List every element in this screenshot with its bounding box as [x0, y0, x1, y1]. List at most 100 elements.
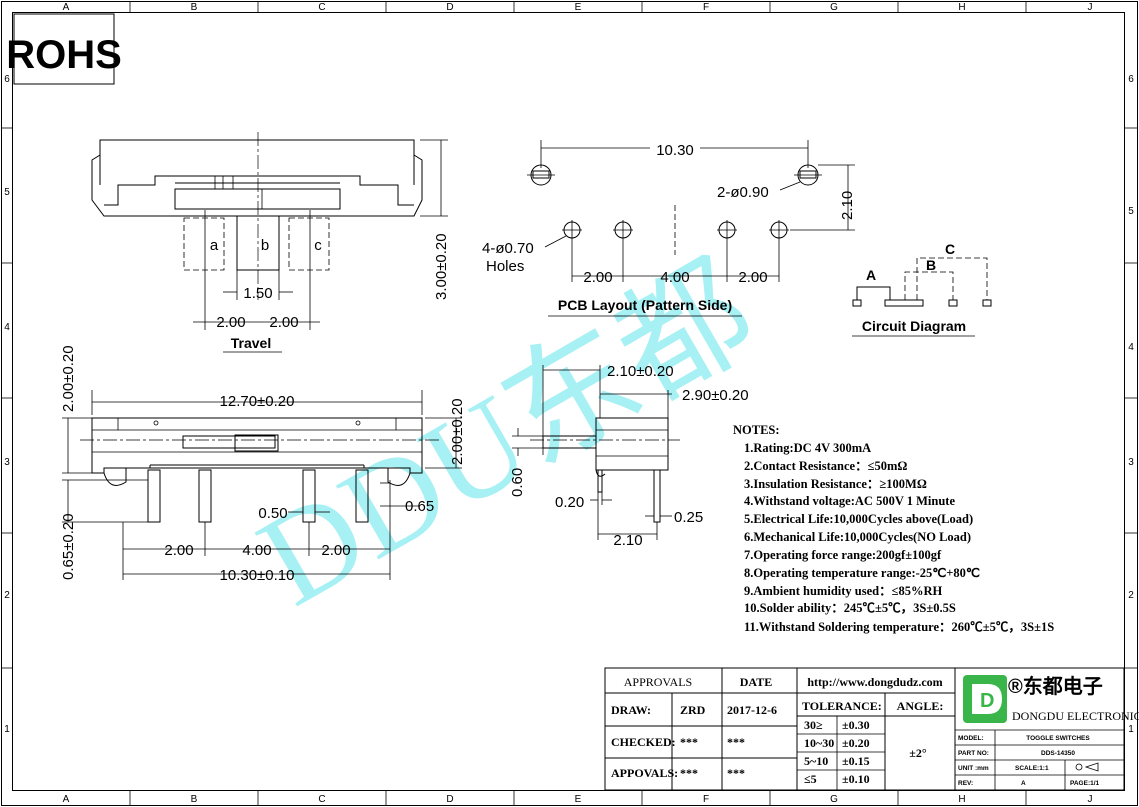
checked-date: ***: [727, 735, 745, 749]
tol-range: 10~30: [804, 736, 834, 750]
model-label: MODEL:: [958, 735, 984, 742]
scale-label: SCALE:1:1: [1015, 765, 1049, 772]
col-letter: A: [63, 2, 70, 13]
angle-header: ANGLE:: [897, 699, 944, 713]
company-name-en: DONGDU ELECTRONICS: [1012, 709, 1139, 723]
note-item: 4.Withstand voltage:AC 500V 1 Minute: [744, 494, 955, 508]
draw-date: 2017-12-6: [727, 703, 777, 717]
col-letter: G: [830, 2, 838, 13]
front-dim-pitch-1: 2.00: [164, 542, 193, 559]
col-letter: H: [958, 794, 965, 805]
circuit-label-b: B: [926, 257, 936, 273]
front-dim-0-50: 0.50: [258, 505, 287, 522]
row-number: 2: [1128, 590, 1134, 601]
note-item: 1.Rating:DC 4V 300mA: [744, 441, 871, 455]
travel-title: Travel: [231, 335, 271, 351]
notes-heading: NOTES:: [733, 423, 780, 437]
side-dim-0-20: 0.20: [555, 494, 584, 511]
row-number: 4: [4, 322, 10, 333]
unit-label: UNIT :mm: [958, 765, 989, 772]
side-dim-0-25: 0.25: [674, 509, 703, 526]
angle-value: ±2°: [909, 746, 927, 760]
col-letter: D: [446, 2, 453, 13]
note-item: 3.Insulation Resistance：≥100MΩ: [744, 477, 927, 491]
row-numbers-right: 6 5 4 3 2 1: [1128, 74, 1134, 735]
contact-label-a: a: [210, 237, 219, 254]
draw-label: DRAW:: [611, 703, 651, 717]
row-number: 3: [1128, 457, 1134, 468]
pcb-dim-a: 2.00: [583, 269, 612, 286]
col-letter: A: [63, 794, 70, 805]
front-dim-pitch-3: 2.00: [321, 542, 350, 559]
approvals-header: APPROVALS: [624, 675, 692, 689]
circuit-diagram: A B C Circuit Diagram: [852, 241, 992, 337]
contact-label-c: c: [314, 237, 322, 254]
row-number: 1: [4, 724, 10, 735]
dim-2-00-left: 2.00: [216, 314, 245, 331]
row-number: 3: [4, 457, 10, 468]
tol-value: ±0.20: [842, 736, 870, 750]
mount-hole: [794, 164, 822, 186]
tol-value: ±0.30: [842, 718, 870, 732]
col-letter: G: [830, 794, 838, 805]
circuit-label-c: C: [945, 241, 955, 257]
note-item: 9.Ambient humidity used：≤85%RH: [744, 584, 942, 598]
contact-label-b: b: [261, 237, 269, 254]
front-dim-pitch-2: 4.00: [242, 542, 271, 559]
side-dim-2-10-tol: 2.10±0.20: [607, 363, 674, 380]
pcb-dim-b: 4.00: [660, 269, 689, 286]
projection-symbol-icon: [1075, 762, 1099, 772]
note-item: 6.Mechanical Life:10,000Cycles(NO Load): [744, 530, 971, 544]
mount-holes-label: 2-ø0.90: [717, 184, 769, 201]
pcb-layout-title: PCB Layout (Pattern Side): [558, 297, 732, 313]
col-letter: F: [703, 794, 709, 805]
side-dim-2-10: 2.10: [613, 532, 642, 549]
model-value: TOGGLE SWITCHES: [1026, 735, 1090, 742]
dim-3-00: 3.00±0.20: [433, 233, 450, 300]
front-dim-left-height: 2.00±0.20: [60, 345, 77, 412]
appovals-date: ***: [727, 766, 745, 780]
note-item: 11.Withstand Soldering temperature：260℃±…: [744, 620, 1054, 634]
row-number: 2: [4, 590, 10, 601]
dim-1-50: 1.50: [243, 285, 272, 302]
front-dim-0-65: 0.65: [405, 498, 434, 515]
front-dim-right-height: 2.00±0.20: [449, 398, 466, 465]
row-number: 4: [1128, 342, 1134, 353]
tol-range: ≤5: [804, 772, 817, 786]
side-view: 2.10±0.20 2.90±0.20 0.60 0.20 0.25: [509, 363, 749, 549]
row-number: 6: [1128, 74, 1134, 85]
mount-hole: [527, 164, 555, 186]
checked-label: CHECKED:: [611, 735, 676, 749]
appovals-name: ***: [680, 766, 698, 780]
company-logo: D: [963, 675, 1007, 723]
part-label: PART NO:: [958, 750, 989, 757]
side-dim-0-60: 0.60: [509, 468, 526, 497]
col-letter: B: [191, 2, 198, 13]
note-item: 5.Electrical Life:10,000Cycles above(Loa…: [744, 512, 973, 526]
tol-value: ±0.15: [842, 754, 870, 768]
notes: NOTES: 1.Rating:DC 4V 300mA 2.Contact Re…: [733, 423, 1054, 634]
website: http://www.dongdudz.com: [807, 675, 942, 689]
col-letter: J: [1088, 794, 1093, 805]
top-view: a b c 1.50 2.00 2.00 Travel 3.00±0.20: [91, 132, 450, 353]
col-letter: C: [318, 794, 325, 805]
note-item: 10.Solder ability：245℃±5℃，3S±0.5S: [744, 601, 956, 615]
side-dim-2-90-tol: 2.90±0.20: [682, 387, 749, 404]
col-letter: F: [703, 2, 709, 13]
col-letter: D: [446, 794, 453, 805]
pcb-dim-width: 10.30: [656, 142, 694, 159]
row-number: 6: [4, 74, 10, 85]
rohs-text: ROHS: [6, 33, 122, 77]
pcb-hole: [769, 220, 789, 240]
pcb-hole: [562, 220, 582, 240]
rohs-mark: ROHS: [6, 13, 122, 85]
logo-letter: D: [980, 690, 994, 712]
page-label: PAGE:1/1: [1070, 780, 1100, 787]
inner-frame: [12, 12, 1125, 791]
tol-value: ±0.10: [842, 772, 870, 786]
col-letter: E: [575, 794, 582, 805]
draw-name: ZRD: [680, 703, 706, 717]
tol-range: 5~10: [804, 754, 828, 768]
